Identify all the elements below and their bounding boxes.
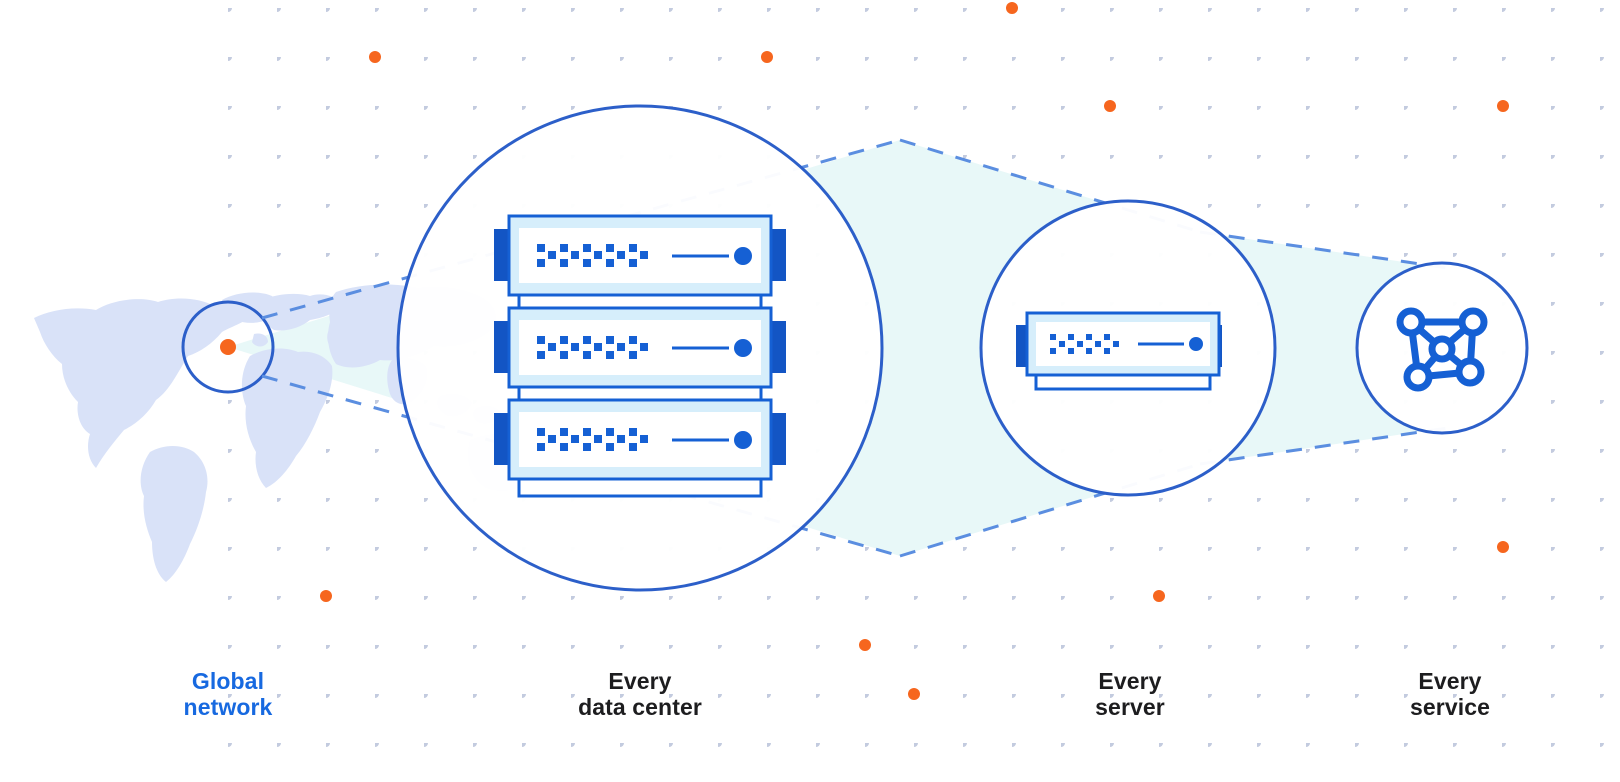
rack-base-plate bbox=[517, 477, 763, 498]
stage-label-server: Every server bbox=[1095, 668, 1165, 720]
stage-label-service: Every service bbox=[1410, 668, 1490, 720]
rack-unit-3 bbox=[494, 398, 786, 481]
rack-unit-2 bbox=[494, 306, 786, 389]
server-unit-icon bbox=[1016, 311, 1222, 391]
stage-label-global-network: Global network bbox=[183, 668, 273, 720]
map-location-marker bbox=[220, 339, 236, 355]
rack-unit-1 bbox=[494, 214, 786, 297]
server-rack-icon bbox=[494, 214, 786, 498]
server-base-plate bbox=[1034, 373, 1212, 391]
stage-label-data-center: Every data center bbox=[578, 668, 702, 720]
map-highlight-circle bbox=[181, 300, 275, 394]
accent-dots bbox=[320, 2, 1509, 700]
network-mesh-nodes bbox=[1396, 307, 1488, 392]
